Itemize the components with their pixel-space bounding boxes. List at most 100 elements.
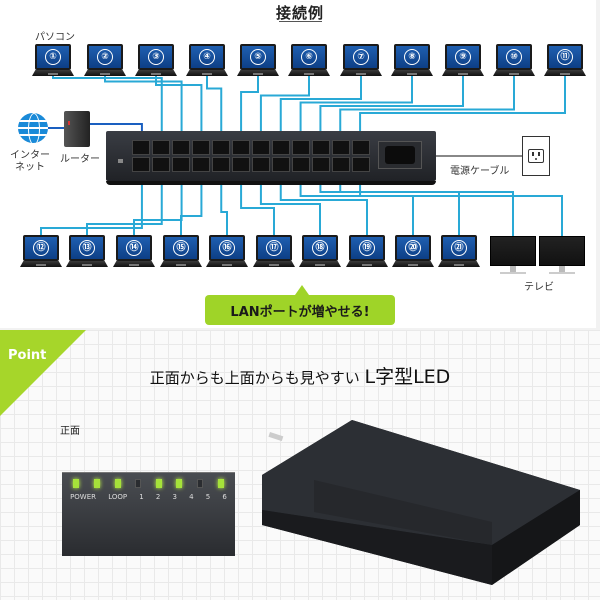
lan-port bbox=[152, 157, 170, 172]
led-label: 2 bbox=[155, 493, 161, 501]
laptop-bottom-8: ⑲ bbox=[346, 235, 388, 275]
router-icon bbox=[64, 111, 90, 147]
laptop-number: ㉑ bbox=[451, 240, 467, 256]
led-indicator-6 bbox=[217, 479, 224, 488]
lan-port bbox=[292, 157, 310, 172]
point-headline: 正面からも上面からも見やすい L字型LED bbox=[0, 362, 600, 389]
lan-port bbox=[272, 157, 290, 172]
led-label: 5 bbox=[205, 493, 211, 501]
laptop-screen: ⑦ bbox=[343, 44, 379, 70]
lan-port bbox=[172, 157, 190, 172]
laptop-screen: ⑪ bbox=[547, 44, 583, 70]
laptop-top-8: ⑧ bbox=[391, 44, 433, 84]
led-indicator-3 bbox=[155, 479, 162, 488]
laptop-number: ⑫ bbox=[33, 240, 49, 256]
pc-label: パソコン bbox=[35, 32, 75, 43]
laptop-bottom-6: ⑰ bbox=[253, 235, 295, 275]
laptop-top-5: ⑤ bbox=[237, 44, 279, 84]
laptop-top-4: ④ bbox=[186, 44, 228, 84]
laptop-screen: ⑲ bbox=[349, 235, 385, 261]
lan-port bbox=[192, 157, 210, 172]
laptop-top-2: ② bbox=[84, 44, 126, 84]
laptop-bottom-5: ⑯ bbox=[206, 235, 248, 275]
laptop-screen: ㉑ bbox=[441, 235, 477, 261]
laptop-screen: ⑮ bbox=[163, 235, 199, 261]
lan-port bbox=[312, 140, 330, 155]
power-inlet bbox=[378, 141, 422, 169]
laptop-screen: ② bbox=[87, 44, 123, 70]
laptop-number: ⑪ bbox=[557, 49, 573, 65]
laptop-bottom-9: ⑳ bbox=[392, 235, 434, 275]
headline-text: 正面からも上面からも見やすい bbox=[149, 369, 360, 387]
switch-product-photo bbox=[262, 420, 580, 585]
laptop-screen: ⑱ bbox=[302, 235, 338, 261]
laptop-top-1: ① bbox=[32, 44, 74, 84]
router-label: ルーター bbox=[60, 154, 100, 165]
laptop-screen: ⑨ bbox=[445, 44, 481, 70]
lan-port bbox=[252, 140, 270, 155]
laptop-number: ⑭ bbox=[126, 240, 142, 256]
lan-port bbox=[132, 140, 150, 155]
lan-port bbox=[192, 140, 210, 155]
switch-ports bbox=[132, 140, 370, 172]
laptop-bottom-2: ⑬ bbox=[66, 235, 108, 275]
laptop-number: ⑧ bbox=[404, 49, 420, 65]
laptop-screen: ⑰ bbox=[256, 235, 292, 261]
laptop-number: ⑮ bbox=[173, 240, 189, 256]
laptop-screen: ⑫ bbox=[23, 235, 59, 261]
wall-outlet-icon bbox=[522, 136, 550, 176]
laptop-number: ④ bbox=[199, 49, 215, 65]
led-indicator-2 bbox=[135, 479, 142, 488]
laptop-screen: ⑩ bbox=[496, 44, 532, 70]
network-switch bbox=[106, 131, 436, 185]
internet-label: インター ネット bbox=[10, 150, 50, 173]
laptop-number: ⑯ bbox=[219, 240, 235, 256]
led-indicator-power bbox=[73, 479, 80, 488]
led-label: LOOP bbox=[108, 493, 128, 501]
laptop-screen: ⑥ bbox=[291, 44, 327, 70]
point-badge: Point bbox=[8, 348, 47, 363]
led-label: 4 bbox=[189, 493, 194, 501]
tv-1 bbox=[490, 236, 536, 278]
laptop-top-11: ⑪ bbox=[544, 44, 586, 84]
lan-port bbox=[312, 157, 330, 172]
internet-globe-icon bbox=[18, 113, 48, 143]
led-row bbox=[62, 479, 235, 488]
led-indicator-loop bbox=[93, 479, 100, 488]
laptop-number: ⑳ bbox=[405, 240, 421, 256]
laptop-number: ① bbox=[45, 49, 61, 65]
laptop-top-10: ⑩ bbox=[493, 44, 535, 84]
laptop-number: ⑨ bbox=[455, 49, 471, 65]
lan-port bbox=[292, 140, 310, 155]
lan-port bbox=[212, 140, 230, 155]
laptop-number: ③ bbox=[148, 49, 164, 65]
led-indicator-5 bbox=[197, 479, 204, 488]
laptop-top-7: ⑦ bbox=[340, 44, 382, 84]
led-label: POWER bbox=[70, 493, 97, 501]
laptop-number: ⑬ bbox=[79, 240, 95, 256]
laptop-screen: ① bbox=[35, 44, 71, 70]
diagram-title: 接続例 bbox=[275, 4, 324, 22]
laptop-screen: ⑬ bbox=[69, 235, 105, 261]
title-underline bbox=[279, 21, 322, 22]
lan-port bbox=[352, 157, 370, 172]
laptop-number: ⑤ bbox=[250, 49, 266, 65]
laptop-number: ⑦ bbox=[353, 49, 369, 65]
switch-button bbox=[118, 159, 123, 163]
laptop-number: ② bbox=[97, 49, 113, 65]
laptop-number: ⑲ bbox=[359, 240, 375, 256]
laptop-screen: ⑯ bbox=[209, 235, 245, 261]
led-label: 1 bbox=[139, 493, 144, 501]
laptop-bottom-4: ⑮ bbox=[160, 235, 202, 275]
led-indicator-1 bbox=[114, 479, 121, 488]
headline-emphasis: L字型LED bbox=[364, 366, 451, 388]
laptop-screen: ③ bbox=[138, 44, 174, 70]
tv-2 bbox=[539, 236, 585, 278]
laptop-screen: ⑭ bbox=[116, 235, 152, 261]
lan-ports-callout: LANポートが増やせる! bbox=[205, 285, 395, 325]
laptop-bottom-1: ⑫ bbox=[20, 235, 62, 275]
lan-port bbox=[232, 140, 250, 155]
